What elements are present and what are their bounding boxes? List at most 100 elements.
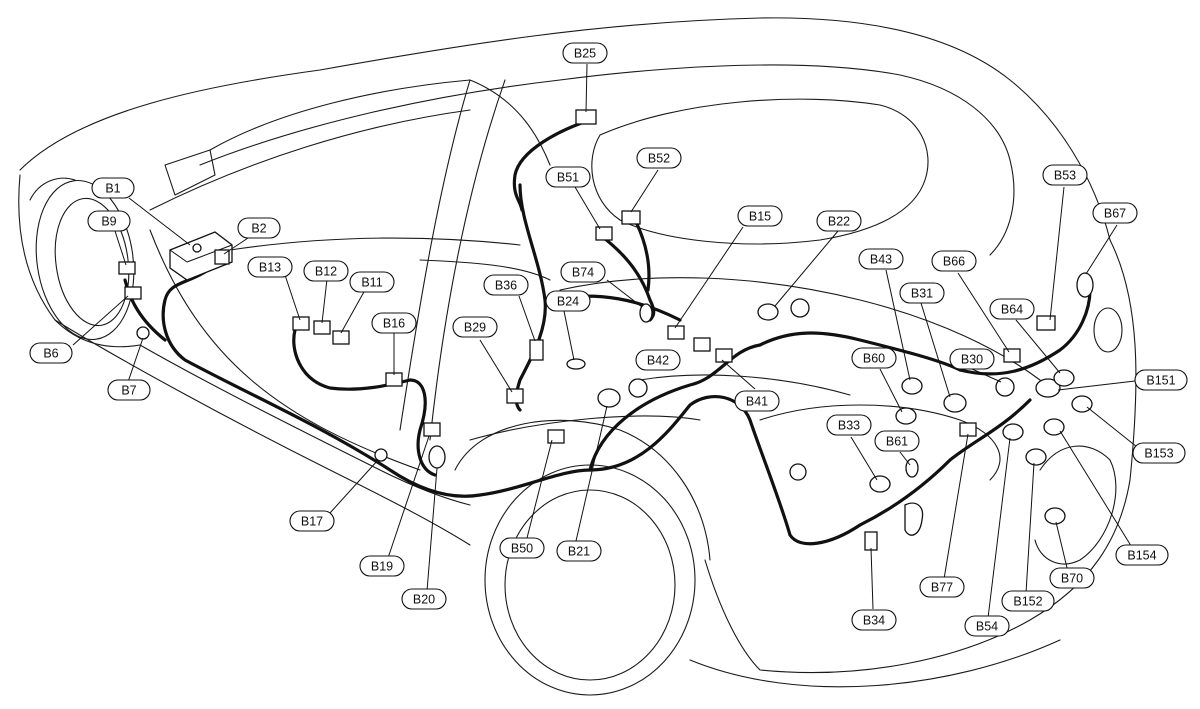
connector-b51 [595,226,613,241]
svg-text:B154: B154 [1127,549,1156,563]
connector-b60 [895,407,917,425]
svg-text:B51: B51 [557,171,579,185]
callout-b12: B12 [303,260,349,282]
svg-text:B41: B41 [746,395,768,409]
svg-text:B74: B74 [572,266,594,280]
connector-b1 [169,231,233,281]
callout-b22: B22 [816,210,862,232]
svg-text:B17: B17 [301,515,323,529]
svg-text:B19: B19 [371,560,393,574]
callout-b151: B151 [1134,369,1188,391]
svg-text:B152: B152 [1013,595,1042,609]
connector-b34 [864,531,878,551]
callout-b20: B20 [401,588,447,610]
callout-b61: B61 [874,430,920,452]
callout-b17: B17 [289,510,335,532]
callout-b13: B13 [247,256,293,278]
svg-text:B24: B24 [557,295,579,309]
connector-b22-grommet [790,298,810,318]
wiring-harness [123,118,1092,546]
svg-text:B11: B11 [361,276,382,290]
connector-b31 [943,393,967,413]
connectors [118,109,1094,551]
callout-b54: B54 [964,615,1010,637]
connector-b6 [124,286,142,300]
svg-text:B66: B66 [943,255,965,269]
callout-b60: B60 [851,347,897,369]
connector-b152 [1025,448,1047,466]
connector-b20 [428,445,446,469]
leader-lines [72,63,1138,619]
callout-b70: B70 [1049,567,1095,589]
connector-b9 [118,261,136,275]
svg-text:B9: B9 [101,215,116,229]
connector-b52 [621,210,641,225]
callout-b7: B7 [107,379,151,401]
svg-text:B43: B43 [870,253,892,267]
callout-b9: B9 [87,210,131,232]
svg-text:B52: B52 [648,152,670,166]
callout-b31: B31 [899,282,945,304]
svg-text:B153: B153 [1144,447,1173,461]
svg-text:B61: B61 [886,435,908,449]
svg-text:B25: B25 [574,47,596,61]
svg-text:B1: B1 [105,182,120,196]
callout-b33: B33 [826,414,872,436]
svg-text:B29: B29 [464,321,486,335]
svg-text:B15: B15 [749,210,771,224]
callout-b74: B74 [560,261,606,283]
callout-b52: B52 [636,147,682,169]
connector-b19 [423,422,441,437]
connector-b24 [566,358,586,370]
connector-b33 [869,475,891,493]
connector-b15 [693,337,711,352]
connector-b22 [757,303,779,321]
svg-text:B21: B21 [568,545,590,559]
callout-b25: B25 [562,42,608,64]
svg-text:B16: B16 [383,317,405,331]
svg-text:B53: B53 [1054,169,1076,183]
connector-b64 [1053,369,1075,387]
svg-text:B64: B64 [1001,303,1023,317]
connector-b54 [1002,423,1024,441]
connector-b21-grommet [628,378,648,398]
car-body-outline [18,17,1137,696]
callout-b1: B1 [91,177,135,199]
svg-text:B31: B31 [911,287,933,301]
connector-b43 [901,377,923,395]
svg-text:B30: B30 [961,353,983,367]
svg-text:B22: B22 [828,215,850,229]
connector-b7 [136,326,150,340]
callout-b66: B66 [931,250,977,272]
callout-b16: B16 [371,312,417,334]
callout-b77: B77 [919,576,965,598]
connector-b29 [506,388,524,404]
connector-b50 [547,429,565,444]
connector-b41 [715,348,733,363]
svg-text:B50: B50 [511,542,533,556]
connector-b11 [332,330,350,345]
svg-text:B60: B60 [863,352,885,366]
callout-b64: B64 [989,298,1035,320]
connector-b53 [1036,315,1056,331]
connector-b66 [1003,348,1021,363]
connector-b13 [292,316,310,331]
callout-b21: B21 [556,540,602,562]
svg-text:B42: B42 [647,354,669,368]
svg-text:B54: B54 [976,620,998,634]
svg-text:B2: B2 [251,222,266,236]
connector-b151 [1035,378,1061,398]
connector-bracket-rear [904,502,924,536]
svg-text:B67: B67 [1104,207,1126,221]
callout-b36: B36 [483,274,529,296]
callout-b15: B15 [737,205,783,227]
svg-text:B12: B12 [315,265,337,279]
connector-b30 [995,377,1015,397]
svg-text:B7: B7 [121,384,136,398]
connector-b154 [1043,418,1065,436]
callout-b42: B42 [635,349,681,371]
callout-b19: B19 [359,555,405,577]
callout-b43: B43 [858,248,904,270]
callout-b34: B34 [851,609,897,631]
